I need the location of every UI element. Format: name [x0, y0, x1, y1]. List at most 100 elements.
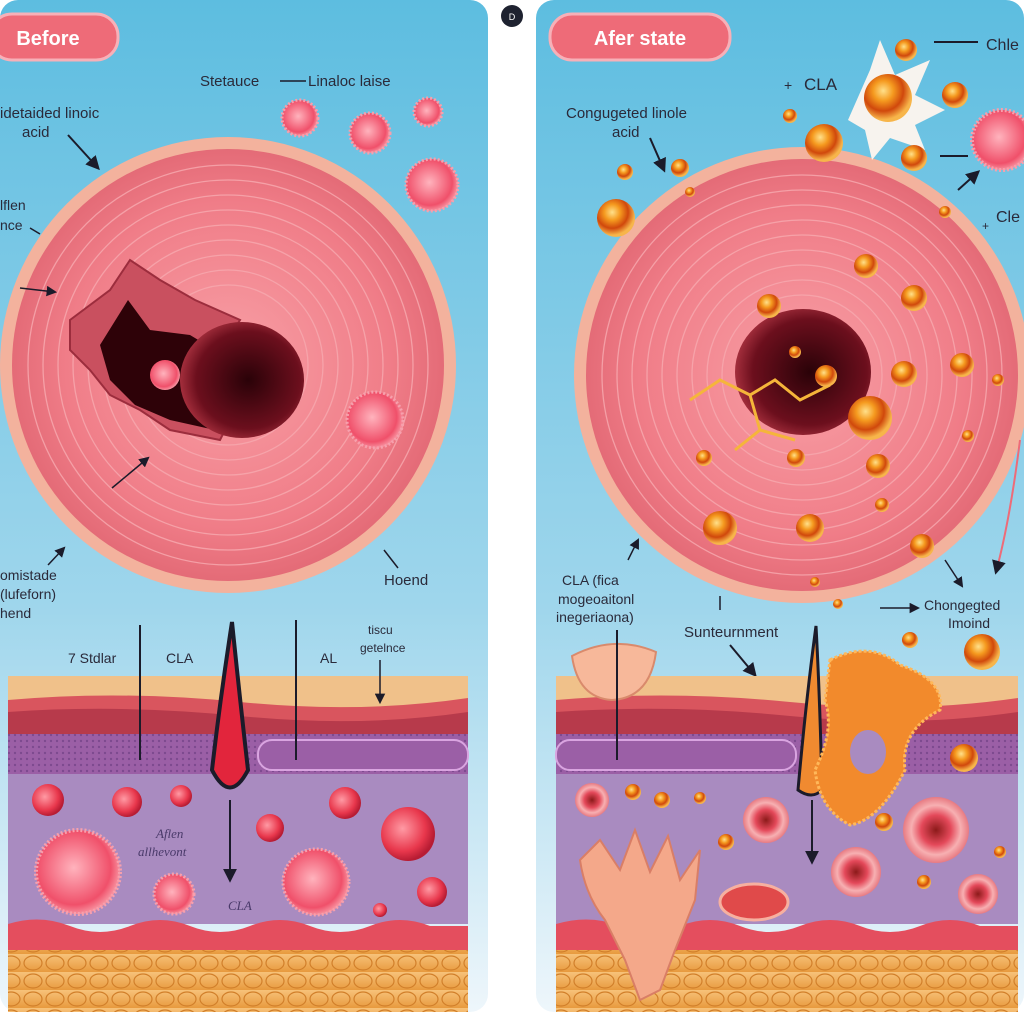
before-label-linoleic-1: idetaided linoic — [0, 105, 100, 122]
before-inflammation-cell-right — [345, 390, 405, 450]
cla-droplet — [783, 109, 797, 123]
cla-droplet — [964, 634, 1000, 670]
cla-droplet — [891, 361, 917, 387]
cla-droplet — [810, 577, 820, 587]
cla-droplet — [696, 450, 712, 466]
after-cla-droplet-large — [864, 74, 912, 122]
before-label-linoleic-2: acid — [22, 124, 50, 141]
cla-droplet — [902, 632, 918, 648]
after-spiky-cell-right — [970, 108, 1024, 172]
before-label-omistade: omistade — [0, 567, 57, 583]
after-ring-cell — [831, 847, 881, 897]
before-spiky-cell — [404, 157, 460, 213]
before-label-inner-cla: CLA — [228, 898, 252, 913]
before-dermal-cell — [170, 785, 192, 807]
after-ring-cell — [958, 874, 998, 914]
after-small-droplet — [694, 792, 706, 804]
before-label-linaloc: Linaloc laise — [308, 73, 391, 90]
cla-droplet — [703, 511, 737, 545]
after-small-droplet — [917, 875, 931, 889]
after-small-droplet — [950, 744, 978, 772]
cla-droplet — [789, 346, 801, 358]
before-dermal-cell — [417, 877, 447, 907]
center-badge — [501, 5, 523, 27]
cla-droplet — [895, 39, 917, 61]
before-spiky-cell — [348, 111, 392, 155]
before-spiky-cell — [34, 828, 122, 916]
cla-droplet — [939, 206, 951, 218]
before-dermal-cell — [373, 903, 387, 917]
after-tag-label: Afer state — [594, 28, 686, 50]
after-label-imoind: Imoind — [948, 615, 990, 631]
after-label-congugeted-2: acid — [612, 124, 640, 141]
before-label-hoend: Hoend — [384, 572, 428, 589]
after-hand — [578, 827, 701, 1002]
after-small-droplet — [994, 846, 1006, 858]
cla-droplet — [910, 534, 934, 558]
after-red-cell — [718, 882, 790, 922]
center-badge-label: D — [509, 12, 516, 22]
before-spiky-cell — [281, 847, 351, 917]
cla-droplet — [597, 199, 635, 237]
after-small-droplet — [625, 784, 641, 800]
before-spiky-cell — [412, 96, 444, 128]
after-small-droplet — [718, 834, 734, 850]
before-arrow — [19, 285, 58, 297]
cla-droplet — [617, 164, 633, 180]
before-label-allhevont: allhevont — [138, 844, 187, 859]
cla-droplet — [901, 285, 927, 311]
after-cla-droplets — [597, 39, 1004, 670]
cla-droplet — [815, 365, 837, 387]
before-panel: Before idetaided linoic acid Ste — [0, 0, 488, 1012]
cla-droplet — [685, 187, 695, 197]
after-label-chongegted: Chongegted — [924, 597, 1000, 613]
after-pink-arrow — [992, 439, 1021, 575]
before-label-stetauce: Stetauce — [200, 73, 259, 90]
after-bowl — [570, 643, 658, 702]
after-lumen — [735, 309, 871, 435]
after-hair-follicle — [796, 625, 824, 797]
before-dermal-cell — [112, 787, 142, 817]
after-arrow — [649, 137, 666, 173]
before-label-tiscu: tiscu — [368, 623, 393, 637]
after-label-mogeoaitonl: mogeoaitonl — [558, 591, 634, 607]
before-label-aflen: Aflen — [155, 826, 183, 841]
after-arrow — [944, 559, 964, 588]
before-lumen — [180, 322, 304, 438]
after-tag — [548, 12, 732, 62]
before-arrow — [383, 549, 399, 569]
before-hair-follicle — [209, 621, 251, 790]
cla-droplet — [901, 145, 927, 171]
before-dermal-cell — [381, 807, 435, 861]
before-lumen-cell — [150, 360, 180, 390]
before-label-getelnce: getelnce — [360, 641, 406, 655]
before-label-hend: hend — [0, 605, 31, 621]
before-arrow — [111, 456, 150, 489]
before-tissue-striations — [27, 164, 429, 566]
after-label-congugeted-1: Congugeted linole — [566, 105, 687, 122]
cla-droplet — [833, 599, 843, 609]
after-small-droplet — [654, 792, 670, 808]
cla-droplet — [671, 159, 689, 177]
before-arrow — [47, 546, 66, 566]
before-label-cla: CLA — [166, 650, 194, 666]
after-small-droplet — [875, 813, 893, 831]
before-dermal-cell — [256, 814, 284, 842]
after-label-cle-plus: + — [982, 219, 989, 233]
after-ring-cell — [903, 797, 969, 863]
cla-droplet — [950, 353, 974, 377]
before-arrow — [67, 134, 100, 171]
cla-droplet — [848, 396, 892, 440]
after-label-cla-fica: CLA (fica — [562, 572, 619, 588]
after-arrow — [729, 644, 757, 678]
after-molecule-structure — [689, 378, 831, 452]
after-aggregate-hole — [850, 730, 886, 774]
cla-droplet — [787, 449, 805, 467]
cla-droplet — [866, 454, 890, 478]
after-panel: Afer state — [536, 0, 1024, 1012]
after-label-cla-top-plus: + — [784, 77, 792, 93]
cla-droplet — [942, 82, 968, 108]
cla-droplet — [875, 498, 889, 512]
cla-droplet — [854, 254, 878, 278]
